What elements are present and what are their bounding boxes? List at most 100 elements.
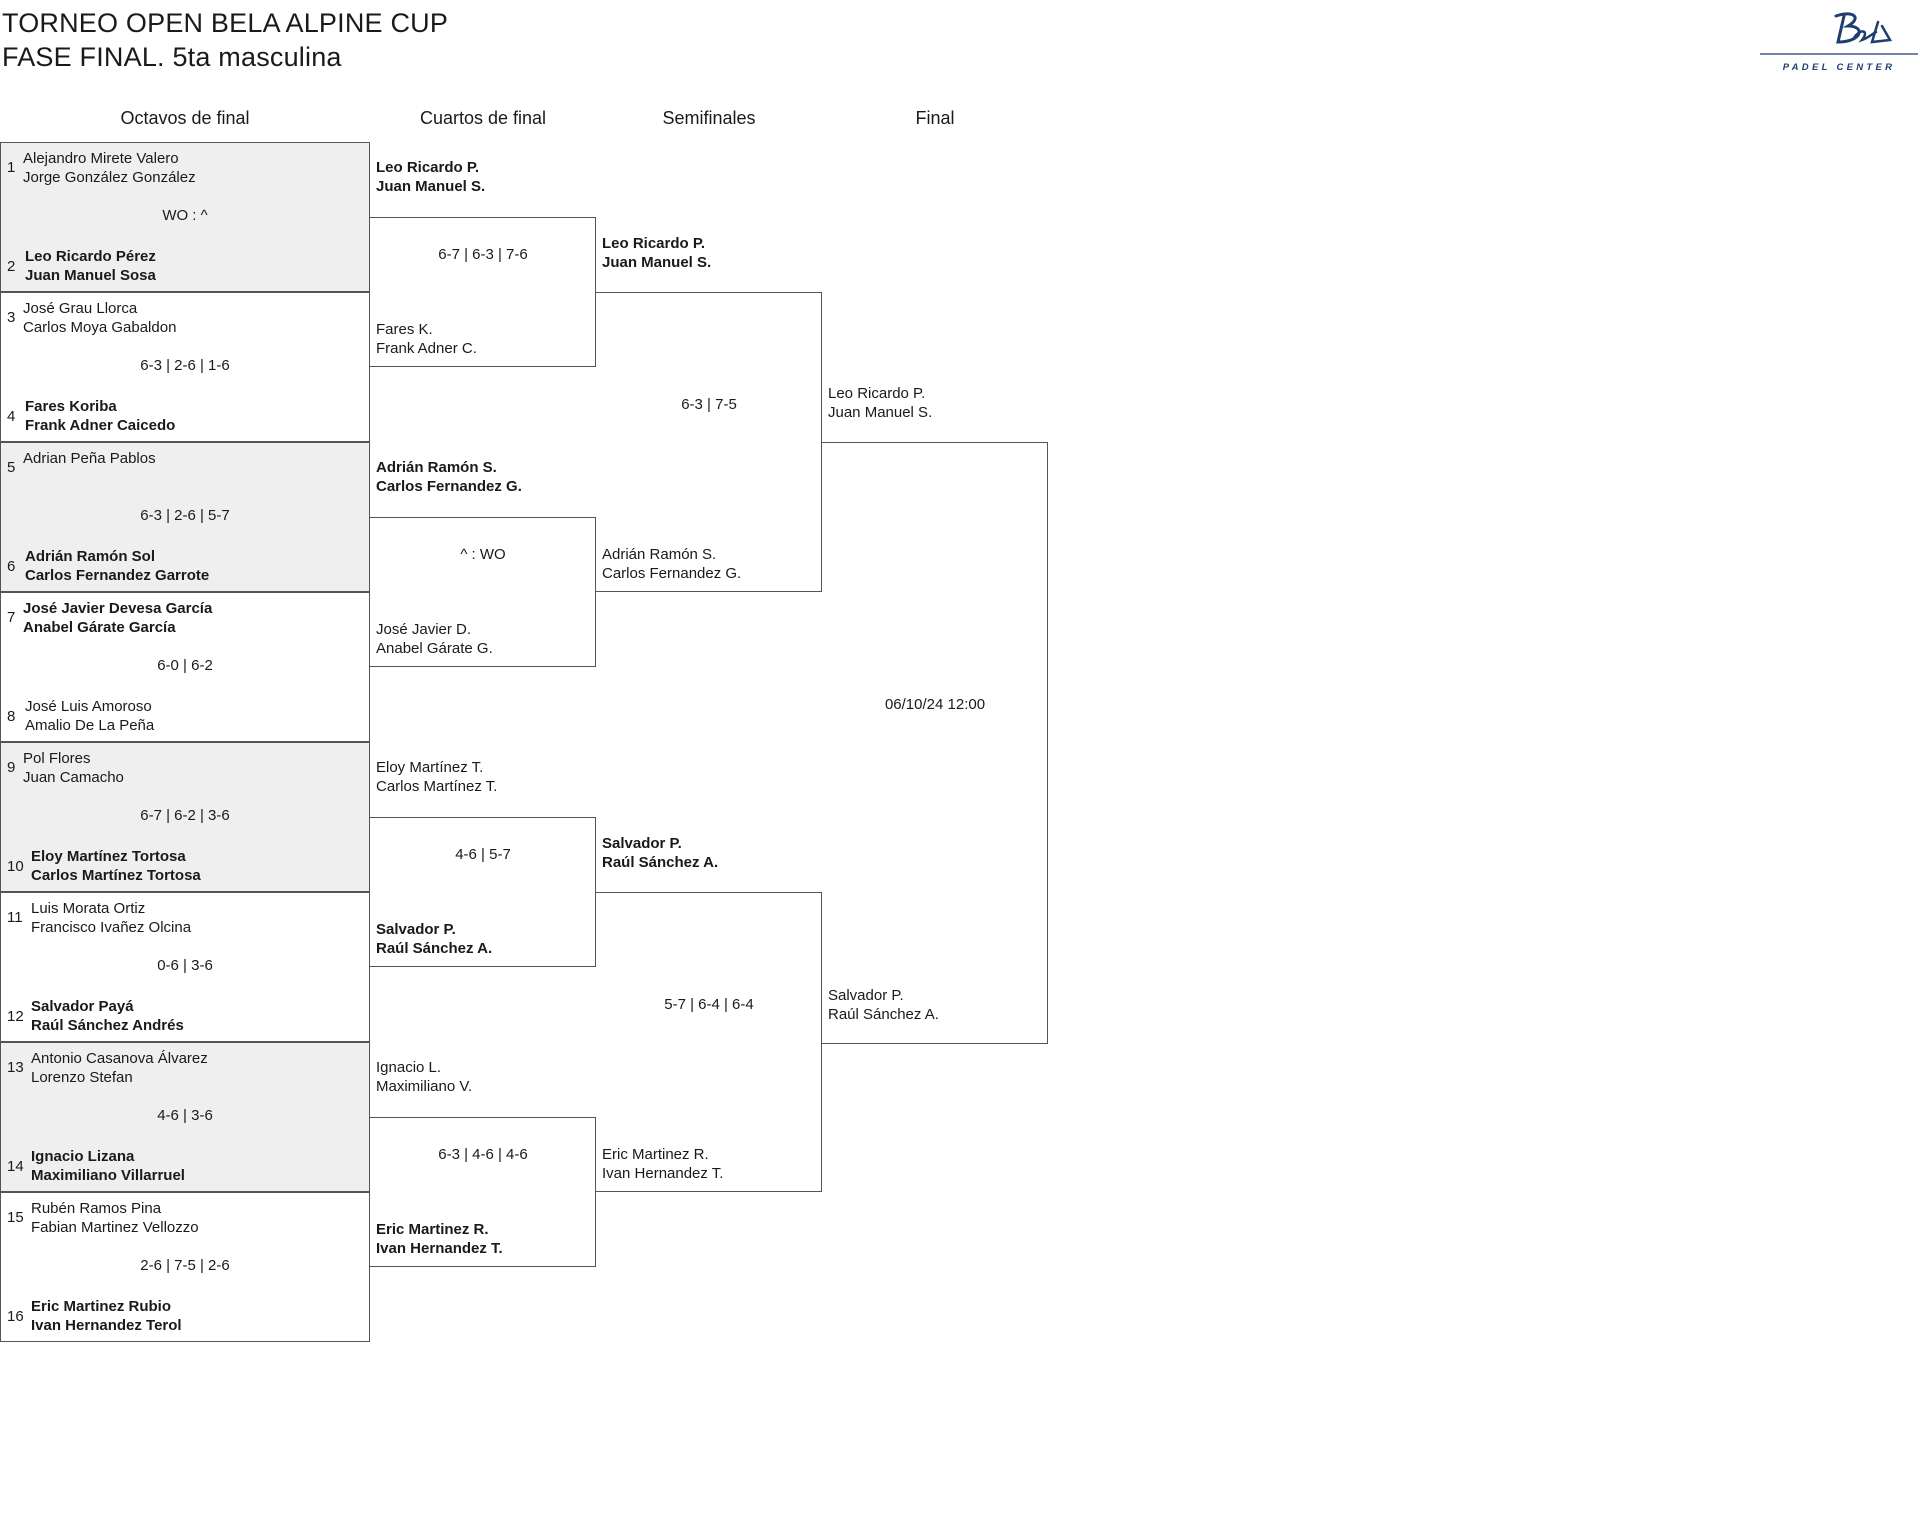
round-header-final: Final — [915, 108, 955, 128]
player-name: Alejandro Mirete Valero — [23, 150, 179, 167]
player-name: Eloy Martínez T. — [376, 759, 484, 776]
seed-number: 12 — [7, 1008, 24, 1025]
player-name: Raúl Sánchez A. — [602, 854, 719, 871]
semi_finals-match-box — [596, 892, 822, 1192]
player-name: Amalio De La Peña — [25, 717, 155, 734]
round-header-cuartos: Cuartos de final — [419, 108, 547, 128]
player-name: Salvador Payá — [31, 998, 134, 1015]
team-top: Adrian Peña Pablos — [23, 449, 156, 468]
player-name: Frank Adner Caicedo — [25, 417, 176, 434]
player-name: Ivan Hernandez T. — [602, 1165, 724, 1182]
phase-subtitle: FASE FINAL. 5ta masculina — [2, 42, 342, 72]
semi_finals-team-bottom: Adrián Ramón S. Carlos Fernandez G. — [602, 545, 741, 583]
player-name: Adrián Ramón S. — [376, 459, 497, 476]
player-name: Rubén Ramos Pina — [31, 1200, 162, 1217]
player-name: Antonio Casanova Álvarez — [31, 1050, 208, 1067]
seed-number: 10 — [7, 858, 24, 875]
semi_finals-match-box — [596, 292, 822, 592]
player-name: Eloy Martínez Tortosa — [31, 848, 186, 865]
final-date-time: 06/10/24 12:00 — [884, 696, 986, 713]
match-score: 4-6 | 3-6 — [157, 1107, 213, 1124]
player-name: Anabel Gárate García — [23, 619, 176, 636]
player-name: Lorenzo Stefan — [31, 1069, 133, 1086]
title-block: TORNEO OPEN BELA ALPINE CUP FASE FINAL. … — [2, 6, 448, 74]
match-score: 2-6 | 7-5 | 2-6 — [140, 1257, 230, 1274]
logo-text: PADEL CENTER — [1782, 62, 1896, 73]
tournament-title: TORNEO OPEN BELA ALPINE CUP — [2, 8, 449, 38]
final-team-bottom: Salvador P. Raúl Sánchez A. — [828, 986, 939, 1024]
quarter_finals-score: 6-7 | 6-3 | 7-6 — [438, 246, 528, 263]
seed-number: 3 — [7, 309, 16, 326]
quarter_finals-team-top: Ignacio L.Maximiliano V. — [376, 1058, 472, 1096]
player-name: Juan Manuel S. — [376, 178, 486, 195]
player-name: Fares Koriba — [25, 398, 117, 415]
player-name: Leo Ricardo P. — [376, 159, 480, 176]
player-name: Adrián Ramón Sol — [25, 548, 156, 565]
seed-number: 8 — [7, 708, 16, 725]
player-name: Francisco Ivañez Olcina — [31, 919, 192, 936]
player-name: Carlos Moya Gabaldon — [23, 319, 177, 336]
final-match-box — [822, 442, 1048, 1044]
player-name: Carlos Martínez T. — [376, 778, 498, 795]
player-name: Carlos Fernandez G. — [602, 565, 742, 582]
player-name: Leo Ricardo Pérez — [25, 248, 156, 265]
match-score: 0-6 | 3-6 — [157, 957, 213, 974]
player-name: Salvador P. — [602, 835, 682, 852]
seed-number: 6 — [7, 558, 16, 575]
quarter_finals-match-box — [370, 1117, 596, 1267]
bela-padel-logo: PADEL CENTER — [1758, 8, 1920, 74]
player-name: Maximiliano Villarruel — [31, 1167, 185, 1184]
quarter_finals-team-top: Adrián Ramón S.Carlos Fernandez G. — [376, 458, 522, 496]
player-name: Raúl Sánchez Andrés — [31, 1017, 184, 1034]
seed-number: 11 — [7, 909, 23, 926]
player-name: Frank Adner C. — [376, 340, 477, 357]
player-name: Eric Martinez R. — [376, 1221, 489, 1238]
player-name: Salvador P. — [828, 987, 904, 1004]
player-name: Raúl Sánchez A. — [828, 1006, 939, 1023]
seed-number: 7 — [7, 609, 16, 626]
seed-number: 15 — [7, 1209, 24, 1226]
quarter_finals-match-box — [370, 217, 596, 367]
semi_finals-score: 6-3 | 7-5 — [681, 396, 737, 413]
player-name: Ignacio L. — [376, 1059, 442, 1076]
player-name: José Javier D. — [376, 621, 472, 638]
player-name: Eric Martinez Rubio — [31, 1298, 172, 1315]
player-name: Juan Manuel S. — [602, 254, 712, 271]
player-name: Carlos Martínez Tortosa — [31, 867, 201, 884]
player-name: Anabel Gárate G. — [376, 640, 493, 657]
quarter_finals-score: ^ : WO — [460, 546, 506, 563]
seed-number: 2 — [7, 258, 16, 275]
player-name: Pol Flores — [23, 750, 91, 767]
seed-number: 14 — [7, 1158, 24, 1175]
quarter_finals-team-top: Eloy Martínez T. Carlos Martínez T. — [376, 758, 497, 796]
semi_finals-team-bottom: Eric Martinez R.Ivan Hernandez T. — [602, 1145, 723, 1183]
player-name: Adrián Ramón S. — [602, 546, 717, 563]
player-name: Ivan Hernandez T. — [376, 1240, 503, 1257]
player-name: José Grau Llorca — [23, 300, 138, 317]
player-name: José Javier Devesa García — [23, 600, 213, 617]
player-name: Adrian Peña Pablos — [23, 450, 156, 467]
seed-number: 13 — [7, 1059, 24, 1076]
quarter_finals-score: 4-6 | 5-7 — [455, 846, 511, 863]
semi_finals-score: 5-7 | 6-4 | 6-4 — [664, 996, 754, 1013]
player-name: Juan Manuel S. — [828, 404, 933, 421]
match-score: WO : ^ — [162, 207, 208, 224]
seed-number: 9 — [7, 759, 16, 776]
match-score: 6-7 | 6-2 | 3-6 — [140, 807, 230, 824]
